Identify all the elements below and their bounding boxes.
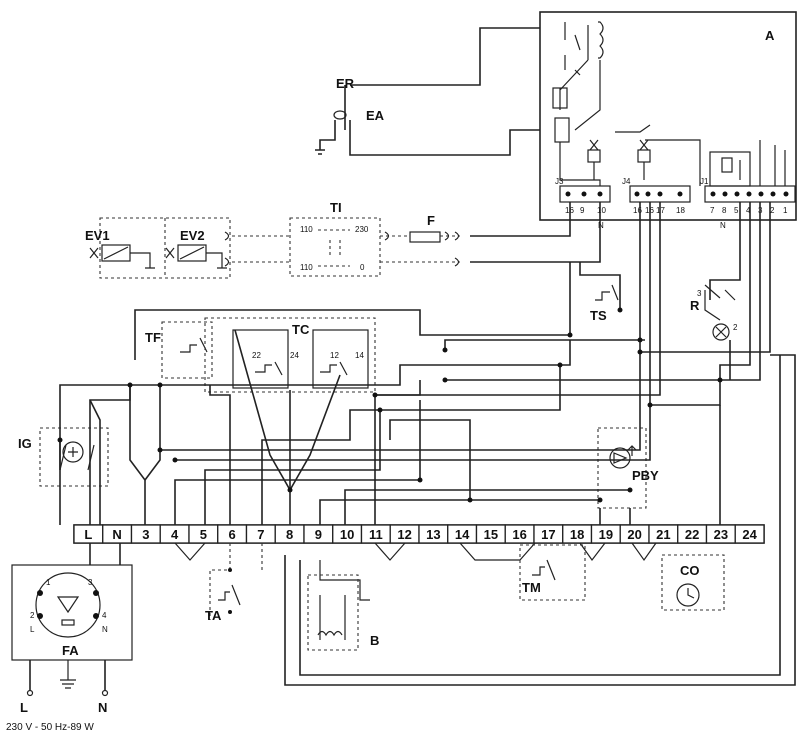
terminal-label: 3 [142, 527, 149, 542]
svg-text:14: 14 [355, 351, 364, 360]
electrodes: ER EA [315, 27, 540, 156]
svg-text:1: 1 [46, 578, 51, 587]
terminal-label: 24 [742, 527, 757, 542]
svg-text:4: 4 [102, 611, 107, 620]
control-thermostat-tc: TC 22 24 12 14 [204, 317, 376, 393]
label-a: A [765, 28, 775, 43]
label-pby: PBY [632, 468, 659, 483]
svg-text:24: 24 [290, 351, 299, 360]
svg-text:4: 4 [746, 206, 751, 215]
relay-r: R 2 3 [690, 284, 738, 341]
clock-co: CO [661, 554, 725, 611]
svg-text:3: 3 [88, 578, 93, 587]
fuse-f: F [409, 213, 441, 243]
junction-dots [57, 332, 723, 503]
svg-text:N: N [720, 221, 726, 230]
svg-text:J4: J4 [622, 177, 631, 186]
terminal-label: 23 [714, 527, 728, 542]
label-r: R [690, 298, 700, 313]
svg-text:12: 12 [330, 351, 339, 360]
svg-text:2: 2 [770, 206, 775, 215]
terminal-label: 9 [315, 527, 322, 542]
terminal-label: 12 [397, 527, 411, 542]
svg-text:N: N [102, 625, 108, 634]
label-tf: TF [145, 330, 161, 345]
terminal-label: 22 [685, 527, 699, 542]
terminal-label: 6 [229, 527, 236, 542]
terminal-label: 17 [541, 527, 555, 542]
label-ta: TA [205, 608, 222, 623]
terminal-label: 15 [484, 527, 498, 542]
svg-text:5: 5 [734, 206, 739, 215]
label-ts: TS [590, 308, 607, 323]
label-er: ER [336, 76, 355, 91]
terminal-label: 10 [340, 527, 354, 542]
safety-thermostat-ts: TS [579, 262, 623, 323]
terminal-label: 11 [369, 527, 383, 542]
label-tm: TM [522, 580, 541, 595]
terminal-label: 7 [257, 527, 264, 542]
svg-text:J1: J1 [700, 177, 709, 186]
svg-text:8: 8 [722, 206, 727, 215]
terminal-label: 5 [200, 527, 207, 542]
terminal-jumpers [174, 542, 657, 562]
svg-text:2: 2 [733, 323, 738, 332]
svg-text:0: 0 [360, 263, 365, 272]
svg-text:110: 110 [300, 225, 313, 234]
flow-thermostat-tf: TF [145, 321, 213, 379]
label-ev1: EV1 [85, 228, 110, 243]
svg-text:J3: J3 [555, 177, 564, 186]
gas-valve-group: EV1 EV2 [85, 217, 231, 279]
terminal-label: 13 [426, 527, 440, 542]
label-fa: FA [62, 643, 79, 658]
terminal-strip: L N 3 4 5 6 7 8 9 10 11 12 13 14 15 16 17 18 19 20 21 22 23 24 [73, 524, 765, 544]
upper-wiring: N N [224, 202, 726, 267]
label-l: L [20, 700, 28, 715]
label-ig: IG [18, 436, 32, 451]
main-wiring-network [59, 202, 796, 686]
svg-text:230: 230 [355, 225, 369, 234]
room-thermostat-ta: TA [205, 543, 263, 623]
svg-text:9: 9 [580, 206, 585, 215]
svg-text:L: L [30, 625, 35, 634]
main-switch-ig: IG [18, 427, 109, 487]
svg-text:2: 2 [30, 611, 35, 620]
terminal-label: N [112, 527, 121, 542]
svg-text:10: 10 [597, 206, 606, 215]
label-co: CO [680, 563, 700, 578]
svg-text:7: 7 [710, 206, 715, 215]
socket-fa: 1 3 2 4 L N FA L N 230 V - 50 Hz-89 W [6, 543, 133, 733]
svg-text:1: 1 [783, 206, 788, 215]
label-f: F [427, 213, 435, 228]
terminal-label: 4 [171, 527, 179, 542]
svg-text:22: 22 [252, 351, 261, 360]
label-n: N [98, 700, 107, 715]
terminal-label: 19 [599, 527, 613, 542]
svg-text:16: 16 [633, 206, 642, 215]
control-module-a: A J3 16 9 10 J4 16 16 17 18 [539, 11, 797, 221]
label-ea: EA [366, 108, 385, 123]
svg-text:3: 3 [697, 289, 702, 298]
label-ev2: EV2 [180, 228, 205, 243]
terminal-label: 8 [286, 527, 293, 542]
supply-rating: 230 V - 50 Hz-89 W [6, 722, 94, 733]
terminal-label: 21 [656, 527, 670, 542]
label-tc: TC [292, 322, 310, 337]
terminal-cell [734, 524, 765, 544]
label-b: B [370, 633, 379, 648]
terminal-label: 14 [455, 527, 470, 542]
terminal-label: 20 [627, 527, 641, 542]
thermostat-tm: TM [519, 544, 586, 601]
transformer-ti: TI 110 230 110 0 [289, 200, 381, 277]
terminal-label: 16 [512, 527, 526, 542]
terminal-label: L [84, 527, 92, 542]
svg-text:110: 110 [300, 263, 313, 272]
svg-text:18: 18 [676, 206, 685, 215]
label-ti: TI [330, 200, 342, 215]
terminal-label: 18 [570, 527, 584, 542]
burner-b: B [307, 574, 379, 651]
svg-text:N: N [598, 221, 604, 230]
